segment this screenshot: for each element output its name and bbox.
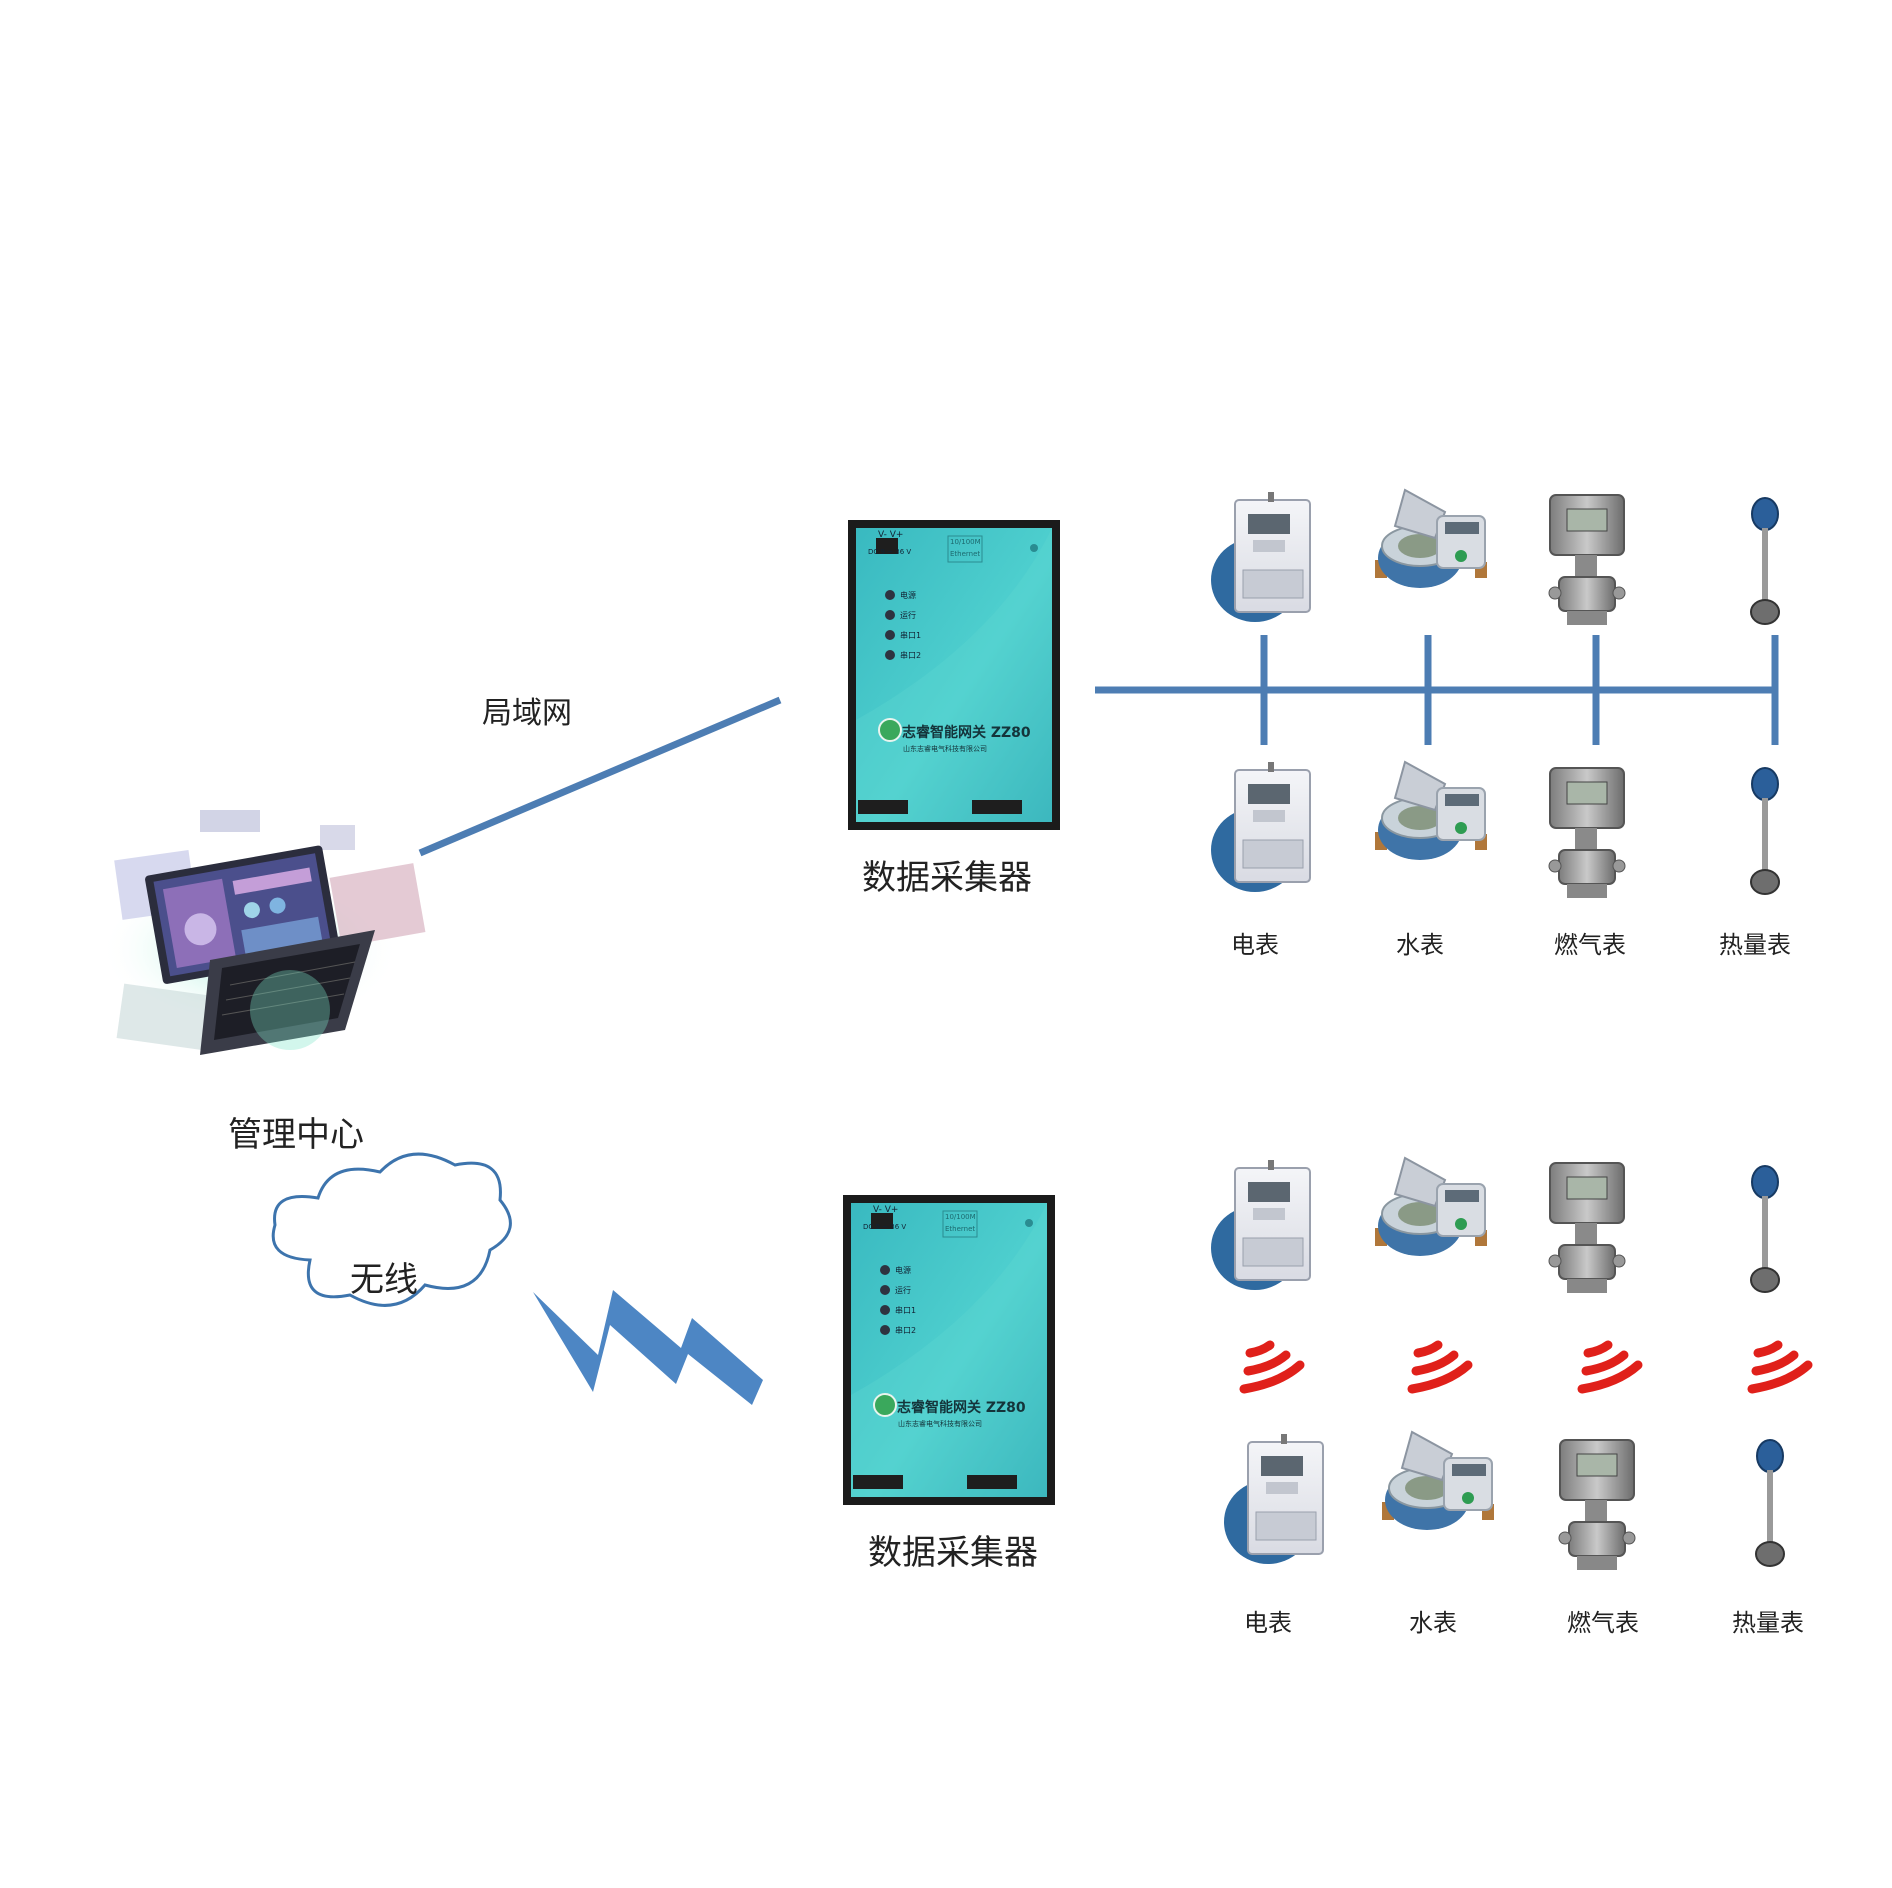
gateway-power-label: V- V+ (878, 530, 904, 540)
gas-meter-icon (1558, 1439, 1636, 1571)
gateway-led-power: 电源 (900, 591, 916, 600)
heat-meter-icon (1750, 767, 1780, 895)
water-meter-icon (1374, 1157, 1488, 1257)
gateway-led-serial1: 串口1 (900, 631, 922, 640)
wireless-signal-icon (1412, 1345, 1468, 1389)
water-meter-icon (1374, 761, 1488, 861)
gateway-led-power: 电源 (895, 1266, 911, 1275)
wireless-signal-icon (1244, 1345, 1300, 1389)
collector-label-bottom: 数据采集器 (868, 1533, 1038, 1573)
heat-meter-icon (1750, 497, 1780, 625)
gateway-company: 山东志睿电气科技有限公司 (903, 745, 987, 753)
gateway-brand: 志睿智能网关 ZZ80 (902, 725, 1031, 741)
wireless-cloud (271, 1152, 512, 1307)
gateway-ethernet-label: 10/100M (945, 1213, 976, 1221)
meter-label-gas: 燃气表 (1554, 931, 1626, 959)
wireless-signal-icon (1752, 1345, 1808, 1389)
heat-meter-icon (1755, 1439, 1785, 1567)
gateway-device-bottom (843, 1195, 1055, 1505)
gateway-led-serial2: 串口2 (900, 651, 922, 660)
gas-meter-icon (1548, 1162, 1626, 1294)
collector-label-top: 数据采集器 (862, 858, 1032, 898)
gateway-company: 山东志睿电气科技有限公司 (898, 1420, 982, 1428)
meter-label-gas: 燃气表 (1567, 1609, 1639, 1637)
meter-label-water: 水表 (1409, 1609, 1457, 1637)
gateway-power-sub: DC 9 ~ 36 V (868, 548, 912, 556)
water-meter-icon (1381, 1431, 1495, 1531)
gas-meter-icon (1548, 767, 1626, 899)
electric-meter-icon (1210, 1159, 1311, 1291)
management-center-laptop (100, 810, 426, 1055)
electric-meter-icon (1210, 761, 1311, 893)
gateway-led-serial2: 串口2 (895, 1326, 917, 1335)
water-meter-icon (1374, 489, 1488, 589)
gateway-led-run: 运行 (900, 611, 916, 620)
gateway-device-top (848, 520, 1060, 830)
wireless-lightning-icon (533, 1290, 763, 1405)
meter-label-heat: 热量表 (1732, 1609, 1804, 1637)
heat-meter-icon (1750, 1165, 1780, 1293)
gateway-ethernet-sub: Ethernet (950, 550, 981, 558)
meter-label-electric: 电表 (1244, 1609, 1292, 1637)
wired-meter-bus (1095, 635, 1779, 745)
wireless-signal-icon (1582, 1345, 1638, 1389)
gateway-power-label: V- V+ (873, 1205, 899, 1215)
gateway-led-serial1: 串口1 (895, 1306, 917, 1315)
lan-connection-line (418, 696, 782, 857)
meter-label-electric: 电表 (1231, 931, 1279, 959)
lan-label: 局域网 (482, 696, 572, 731)
meter-label-water: 水表 (1396, 931, 1444, 959)
gateway-led-run: 运行 (895, 1286, 911, 1295)
management-center-label: 管理中心 (228, 1115, 364, 1155)
gateway-brand: 志睿智能网关 ZZ80 (897, 1400, 1026, 1416)
electric-meter-icon (1210, 491, 1311, 623)
gas-meter-icon (1548, 494, 1626, 626)
gateway-ethernet-label: 10/100M (950, 538, 981, 546)
gateway-power-sub: DC 9 ~ 36 V (863, 1223, 907, 1231)
meter-label-heat: 热量表 (1719, 931, 1791, 959)
electric-meter-icon (1223, 1433, 1324, 1565)
gateway-ethernet-sub: Ethernet (945, 1225, 976, 1233)
wireless-label: 无线 (350, 1260, 418, 1300)
